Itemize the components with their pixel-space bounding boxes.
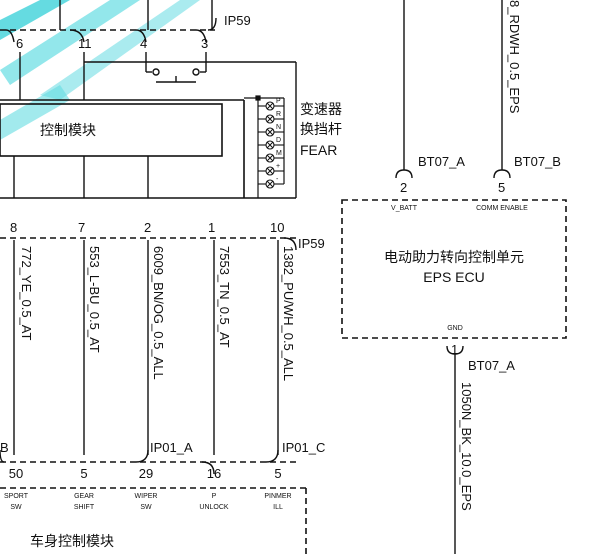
- top-pin: 11: [78, 36, 92, 51]
- eps-wires: [395, 0, 511, 554]
- body-module-pin: 16P UNLOCK: [199, 466, 229, 511]
- shifter-position-row: D: [258, 137, 284, 150]
- ip01-connector: [0, 449, 300, 475]
- shifter-name-line3: FEAR: [300, 142, 337, 158]
- eps-gnd-connector: BT07_A: [468, 358, 515, 373]
- shifter-position-row: R: [258, 111, 284, 124]
- shifter-switch-stack: [244, 95, 284, 198]
- watermark: [0, 0, 200, 140]
- eps-title-cn: 电动助力转向控制单元: [384, 249, 524, 265]
- wire-label: 772_YE_0.5_AT: [19, 246, 34, 340]
- eps-ecu-box: [341, 199, 567, 339]
- harness-wires: [13, 240, 279, 455]
- ip01-b-fragment: B: [0, 440, 9, 455]
- top-pin: 3: [201, 36, 208, 51]
- body-module-title: 车身控制模块: [30, 533, 114, 549]
- shifter-position-row: P: [258, 98, 284, 111]
- shifter-name-line2: 换挡杆: [300, 121, 342, 137]
- shifter-position-label: D: [276, 137, 281, 144]
- bottom-pin: 7: [78, 220, 85, 235]
- shifter-position-row: N: [258, 124, 284, 137]
- eps-pin-gnd-num: 1: [451, 342, 458, 357]
- shifter-position-label: M: [276, 150, 282, 157]
- bottom-connector-ip59: [0, 237, 297, 251]
- body-module-pin-number: 5: [80, 466, 87, 481]
- eps-top-left-connector: BT07_A: [418, 154, 465, 169]
- shifter-switch-cross-icon: [266, 167, 274, 175]
- shifter-switch-cross-icon: [266, 115, 274, 123]
- shifter-position-row: -: [258, 176, 284, 189]
- body-module-pin-number: 50: [9, 466, 23, 481]
- ip01-left-name: IP01_A: [150, 440, 193, 455]
- shifter-position-row: +: [258, 163, 284, 176]
- control-module-title: 控制模块: [40, 122, 96, 138]
- shifter-position-label: +: [276, 163, 280, 170]
- bottom-pin: 1: [208, 220, 215, 235]
- wire-label: 1382_PU/WH_0.5_ALL: [281, 246, 296, 381]
- shifter-name-line1: 变速器: [300, 101, 342, 117]
- shifter-switch-cross-icon: [266, 141, 274, 149]
- ip01-right-name: IP01_C: [282, 440, 325, 455]
- body-module-pin-function: ILL: [273, 504, 283, 511]
- bottom-connector-name: IP59: [298, 236, 325, 251]
- bottom-pin: 10: [270, 220, 284, 235]
- body-module-pin-number: 5: [274, 466, 281, 481]
- bottom-pin: 2: [144, 220, 151, 235]
- top-wires: [19, 52, 297, 198]
- wire-label: 553_L-BU_0.5_AT: [87, 246, 102, 353]
- body-control-module: [0, 487, 310, 554]
- bottom-pin: 8: [10, 220, 17, 235]
- shifter-position-row: M: [258, 150, 284, 163]
- eps-pin-vbatt-func: V_BATT: [391, 205, 418, 212]
- eps-pin-comm-func: COMM ENABLE: [476, 205, 528, 212]
- body-module-pin-function: UNLOCK: [199, 504, 229, 511]
- body-module-pin-function: SW: [140, 504, 152, 511]
- shifter-switch-cross-icon: [266, 154, 274, 162]
- eps-gnd-wire: 1050N_BK_10.0_EPS: [459, 382, 474, 511]
- body-module-pin-function: WIPER: [135, 493, 158, 500]
- shifter-switch-cross-icon: [266, 102, 274, 110]
- body-module-pin-function: SW: [10, 504, 22, 511]
- top-connector-name: IP59: [224, 13, 251, 28]
- body-module-pin-function: GEAR: [74, 493, 94, 500]
- eps-top-wire: 8_RDWH_0.5_EPS: [507, 0, 522, 114]
- shifter-position-label: N: [276, 124, 281, 131]
- wire-label: 6009_BN/OG_0.5_ALL: [151, 246, 166, 380]
- body-module-pin-number: 29: [139, 466, 153, 481]
- shifter-switch-cross-icon: [266, 128, 274, 136]
- shifter-position-label: P: [276, 98, 281, 105]
- module-wires: [13, 156, 149, 198]
- eps-pin-gnd-func: GND: [447, 325, 463, 332]
- body-module-pin-function: SPORT: [4, 493, 29, 500]
- body-module-pin-function: SHIFT: [74, 504, 95, 511]
- wire-label: 7553_TN_0.5_AT: [217, 246, 232, 348]
- eps-pin-comm-num: 5: [498, 180, 505, 195]
- body-module-pin-number: 16: [207, 466, 221, 481]
- body-module-pin-function: P: [212, 493, 217, 500]
- shifter-switch-cross-icon: [266, 180, 274, 188]
- top-connector-ip59: [0, 0, 217, 43]
- top-pin: 6: [16, 36, 23, 51]
- eps-pin-vbatt-num: 2: [400, 180, 407, 195]
- eps-title-en: EPS ECU: [423, 269, 484, 285]
- eps-top-right-connector: BT07_B: [514, 154, 561, 169]
- shifter-position-label: -: [276, 176, 279, 183]
- shifter-position-label: R: [276, 111, 281, 118]
- body-module-pin-function: PINMER: [264, 493, 291, 500]
- top-pin: 4: [140, 36, 147, 51]
